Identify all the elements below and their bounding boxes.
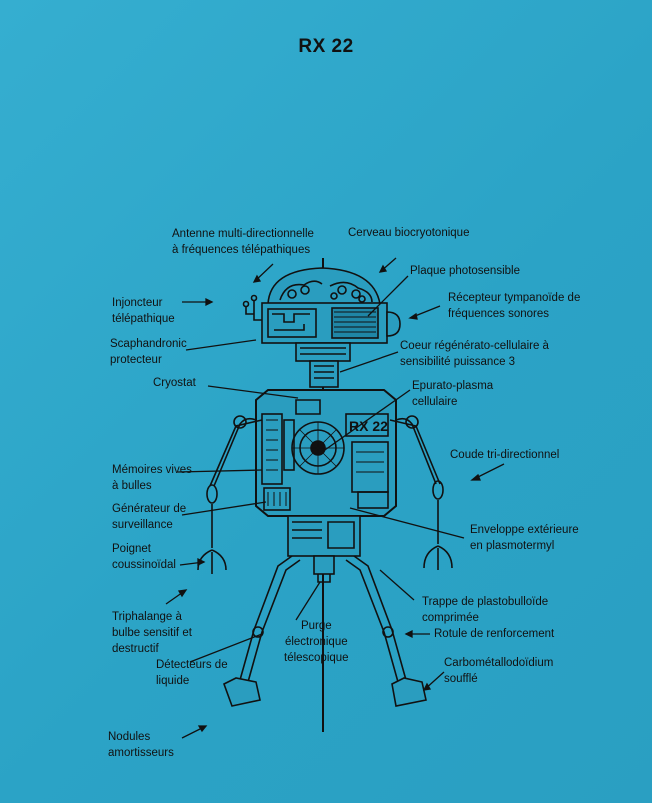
label-cryostat: Cryostat bbox=[153, 377, 196, 389]
left-foot bbox=[223, 677, 261, 707]
right-foot bbox=[391, 677, 427, 707]
ear-receptor bbox=[386, 311, 401, 337]
label-cerveau: Cerveau biocryotonique bbox=[348, 227, 470, 239]
right-arm bbox=[395, 417, 437, 485]
leader-lines bbox=[165, 257, 505, 739]
head-dome bbox=[267, 267, 381, 305]
body-shell bbox=[255, 389, 397, 517]
left-gripper bbox=[197, 549, 227, 574]
label-plaque: Plaque photosensible bbox=[410, 265, 520, 277]
label-coude: Coude tri-directionnel bbox=[450, 449, 560, 461]
right-leg bbox=[353, 555, 407, 681]
chest-badge-frame bbox=[345, 413, 389, 437]
neck bbox=[295, 342, 351, 362]
right-gripper bbox=[423, 545, 453, 570]
label-rotule: Rotule de renforcement bbox=[434, 628, 555, 640]
left-leg bbox=[239, 555, 293, 681]
chest-badge: RX 22 bbox=[349, 418, 388, 434]
page-title: RX 22 bbox=[298, 36, 354, 57]
